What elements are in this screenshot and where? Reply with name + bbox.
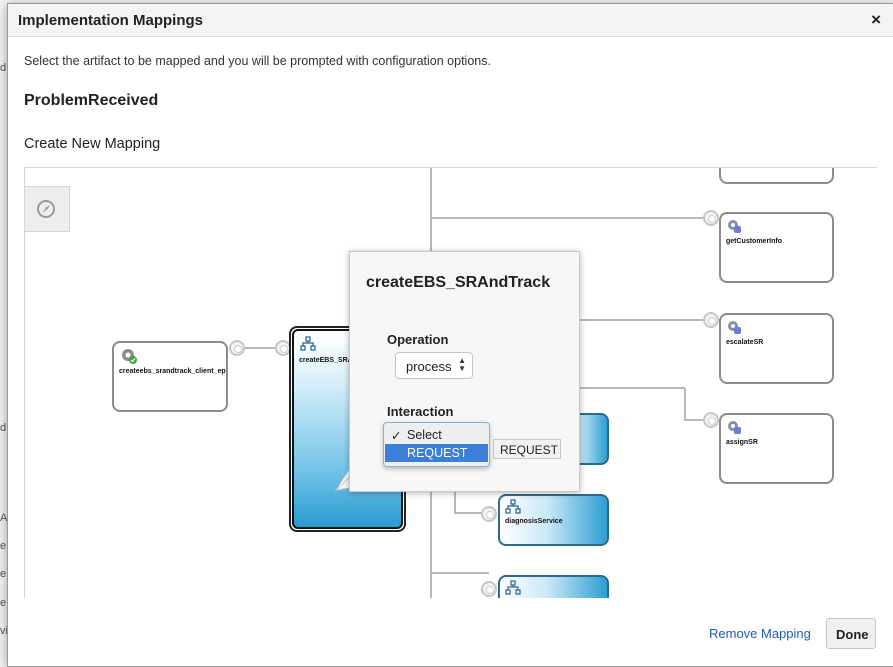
background-text-fragment: A (0, 512, 8, 524)
node-label: getCustomerInfo (726, 238, 782, 245)
service-port (481, 506, 497, 522)
checkmark-icon: ✓ (391, 429, 402, 443)
remove-mapping-link[interactable]: Remove Mapping (709, 626, 811, 641)
gear-cylinder-icon (728, 321, 741, 334)
interaction-dropdown[interactable]: ✓ Select REQUEST (383, 422, 490, 467)
background-text-fragment: d (0, 62, 7, 74)
gear-ok-icon (122, 349, 137, 364)
client-node[interactable]: createebs_srandtrack_client_ep (112, 341, 228, 412)
background-text-fragment: d (0, 422, 7, 434)
reference-port (703, 312, 719, 328)
node-label: escalateSR (726, 339, 764, 346)
node-label: createebs_srandtrack_client_ep (119, 368, 226, 375)
service-node[interactable]: diagnosisService (498, 494, 609, 546)
mapping-config-popover: createEBS_SRAndTrack Operation process ▲… (349, 251, 580, 492)
close-icon[interactable]: × (871, 10, 881, 29)
gear-cylinder-icon (728, 421, 741, 434)
dialog-title: Implementation Mappings (18, 12, 204, 29)
composite-icon (300, 336, 316, 351)
selected-interaction[interactable]: REQUEST (493, 439, 561, 459)
done-button-label: Done (836, 627, 869, 642)
background-text-fragment: e (0, 540, 7, 552)
gear-cylinder-icon (728, 220, 741, 233)
composite-icon (505, 499, 521, 514)
implementation-mappings-dialog: Implementation Mappings × Select the art… (7, 3, 893, 667)
node-label: createEBS_SRAnd (299, 357, 362, 364)
service-node-partial[interactable] (498, 575, 609, 598)
background-text-fragment: e (0, 568, 7, 580)
event-name: ProblemReceived (24, 92, 159, 109)
operation-select[interactable]: process ▲▼ (395, 352, 473, 379)
reference-port (703, 210, 719, 226)
option-label: Select (407, 428, 442, 442)
service-port (229, 340, 245, 356)
section-title: Create New Mapping (24, 136, 161, 152)
service-port (481, 581, 497, 597)
interaction-option-request[interactable]: REQUEST (385, 444, 488, 462)
done-button[interactable]: Done (826, 618, 876, 649)
compass-button[interactable] (25, 186, 70, 232)
node-label: assignSR (726, 439, 758, 446)
select-arrows-icon: ▲▼ (458, 356, 466, 373)
interaction-label: Interaction (387, 404, 454, 419)
interaction-option-select[interactable]: ✓ Select (385, 426, 488, 444)
option-label: REQUEST (407, 446, 468, 460)
operation-value: process (406, 359, 452, 374)
popover-tail (334, 470, 350, 491)
node-label: diagnosisService (505, 518, 563, 525)
reference-node[interactable]: assignSR (719, 413, 834, 484)
operation-label: Operation (387, 332, 449, 347)
reference-node[interactable]: getCustomerInfo (719, 212, 834, 283)
composite-icon (505, 580, 521, 595)
popover-title: createEBS_SRAndTrack (366, 274, 551, 291)
background-text-fragment: e (0, 597, 7, 609)
selected-interaction-value: REQUEST (500, 443, 559, 457)
service-port (275, 340, 291, 356)
dialog-titlebar: Implementation Mappings × (8, 4, 893, 37)
compass-icon (37, 200, 55, 218)
reference-port (703, 412, 719, 428)
instruction-text: Select the artifact to be mapped and you… (24, 54, 491, 68)
reference-node[interactable]: escalateSR (719, 313, 834, 384)
background-text-fragment: vi (0, 625, 8, 637)
reference-node-partial[interactable] (719, 168, 834, 184)
